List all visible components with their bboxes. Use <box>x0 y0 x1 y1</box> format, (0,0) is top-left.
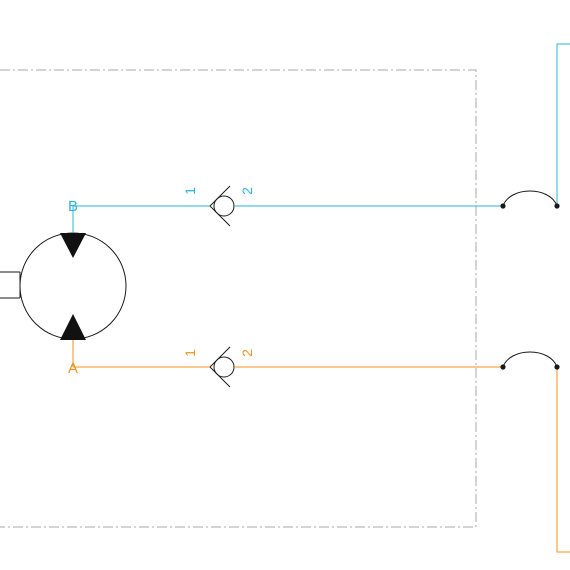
check-valve-b-seat-upper <box>209 185 231 207</box>
check-valve-b-pin-1: 1 <box>182 187 198 195</box>
line-crossover-b[interactable] <box>500 190 560 209</box>
crossover-b-node-right <box>554 203 560 209</box>
line-b[interactable] <box>72 43 570 233</box>
check-valve-b-ball <box>213 195 235 217</box>
motor-inlet-triangle-top <box>60 233 86 258</box>
check-valve-a-pin-2: 2 <box>239 349 255 357</box>
check-valve-a-seat-upper <box>209 346 231 368</box>
check-valve-a-ball <box>213 356 235 378</box>
line-b-exit <box>556 43 570 206</box>
check-valve-a[interactable] <box>209 346 235 388</box>
port-label-a: A <box>68 360 78 377</box>
assembly-boundary <box>0 69 477 528</box>
check-valve-b-seat-lower <box>209 205 231 227</box>
crossover-a-node-right <box>554 364 560 370</box>
check-valve-b[interactable] <box>209 185 235 227</box>
check-valve-a-pin-1: 1 <box>182 349 198 357</box>
line-a[interactable] <box>72 340 570 553</box>
check-valve-b-pin-2: 2 <box>239 187 255 195</box>
line-a-exit <box>556 367 570 553</box>
crossover-b-arc <box>502 190 558 207</box>
crossover-a-node-left <box>500 364 506 370</box>
crossover-b-node-left <box>500 203 506 209</box>
hydraulic-motor[interactable] <box>0 232 127 340</box>
motor-inlet-triangle-bottom <box>60 314 86 340</box>
port-label-b: B <box>68 198 78 215</box>
line-crossover-a[interactable] <box>500 351 560 370</box>
crossover-a-arc <box>502 351 558 368</box>
check-valve-a-seat-lower <box>209 366 231 388</box>
